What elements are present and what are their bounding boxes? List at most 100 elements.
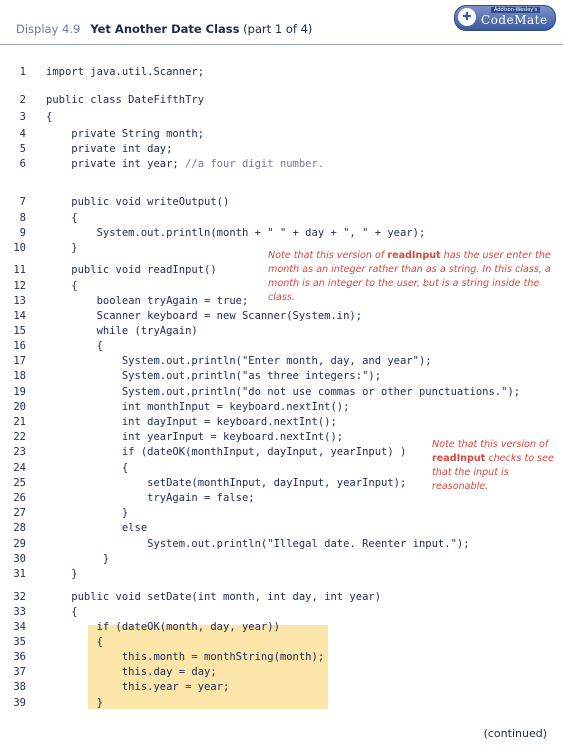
code-text: else <box>46 522 148 534</box>
display-header: Display 4.9 Yet Another Date Class (part … <box>0 0 563 45</box>
code-line: { <box>46 111 52 123</box>
code-line: if (dateOK(month, day, year)) <box>46 621 280 633</box>
code-line: System.out.println(month + " " + day + "… <box>46 227 426 239</box>
code-line: } <box>46 697 103 709</box>
code-line: { <box>46 340 103 352</box>
code-text: public class DateFifthTry <box>46 94 205 106</box>
line-number: 36 <box>13 651 26 663</box>
code-text: private int day; <box>46 143 173 155</box>
line-number: 4 <box>19 128 26 140</box>
code-text: } <box>46 568 78 580</box>
header-divider <box>0 44 563 45</box>
code-text: System.out.println(month + " " + day + "… <box>46 227 426 239</box>
code-line: System.out.println("as three integers:")… <box>46 370 381 382</box>
code-text: import java.util.Scanner; <box>46 66 205 78</box>
code-text: this.day = day; <box>46 666 217 678</box>
code-line: int monthInput = keyboard.nextInt(); <box>46 401 350 413</box>
code-text: private String month; <box>46 128 205 140</box>
code-line: import java.util.Scanner; <box>46 66 204 78</box>
line-number: 18 <box>13 370 26 382</box>
display-title: Yet Another Date Class <box>90 22 240 36</box>
code-text: } <box>46 553 110 565</box>
line-number: 27 <box>13 507 26 519</box>
display-part: (part 1 of 4) <box>243 22 313 36</box>
code-text: int yearInput = keyboard.nextInt(); <box>46 431 344 443</box>
code-line: } <box>46 507 128 519</box>
line-number: 11 <box>13 264 26 276</box>
line-number: 26 <box>13 492 26 504</box>
codemate-cross-icon: ✚ <box>458 8 476 26</box>
codemate-logo[interactable]: ✚ Addison-Wesley's CodeMate <box>454 5 556 31</box>
code-line: { <box>46 212 78 224</box>
code-line: { <box>46 636 103 648</box>
code-text: } <box>46 697 103 709</box>
code-text: boolean tryAgain = true; <box>46 295 249 307</box>
code-text: { <box>46 636 103 648</box>
code-text: public void readInput() <box>46 264 217 276</box>
line-number: 17 <box>13 355 26 367</box>
code-line: System.out.println("Enter month, day, an… <box>46 355 432 367</box>
code-text: System.out.println("do not use commas or… <box>46 386 521 398</box>
line-number: 32 <box>13 591 26 603</box>
codemate-publisher-label: Addison-Wesley's <box>491 7 541 13</box>
code-line: public void setDate(int month, int day, … <box>46 591 381 603</box>
line-number: 23 <box>13 446 26 458</box>
line-number: 15 <box>13 325 26 337</box>
line-number: 25 <box>13 477 26 489</box>
line-number: 14 <box>13 310 26 322</box>
code-line: { <box>46 280 77 292</box>
line-number: 13 <box>13 295 26 307</box>
line-number: 1 <box>19 66 26 78</box>
code-comment: //a four digit number. <box>185 158 325 170</box>
line-number: 22 <box>13 431 26 443</box>
code-line: { <box>46 462 128 474</box>
code-text: System.out.println("Enter month, day, an… <box>46 355 432 367</box>
line-number: 24 <box>13 462 26 474</box>
code-line: while (tryAgain) <box>46 325 198 337</box>
code-text: while (tryAgain) <box>46 325 198 337</box>
line-number: 7 <box>19 196 26 208</box>
codemate-label: CodeMate <box>481 13 548 27</box>
continued-label: (continued) <box>483 727 547 740</box>
code-line: } <box>46 242 77 254</box>
code-text: this.year = year; <box>46 681 230 693</box>
code-line: else <box>46 522 147 534</box>
code-line: setDate(monthInput, dayInput, yearInput)… <box>46 477 406 489</box>
code-text: public void setDate(int month, int day, … <box>46 591 382 603</box>
code-line: public void readInput() <box>46 264 217 276</box>
code-line: public class DateFifthTry <box>46 94 204 106</box>
code-text: int dayInput = keyboard.nextInt(); <box>46 416 337 428</box>
note-text: has the user enter the month as an integ… <box>268 250 551 303</box>
code-text: tryAgain = false; <box>46 492 255 504</box>
code-text: { <box>46 111 53 123</box>
code-text: private int year; <box>46 158 186 170</box>
line-number: 37 <box>13 666 26 678</box>
display-caption: Display 4.9 Yet Another Date Class (part … <box>16 22 312 36</box>
line-number: 20 <box>13 401 26 413</box>
code-text: { <box>46 212 78 224</box>
code-line: public void writeOutput() <box>46 196 229 208</box>
code-line: private int year; //a four digit number. <box>46 158 324 170</box>
code-line: Scanner keyboard = new Scanner(System.in… <box>46 310 363 322</box>
line-number: 9 <box>19 227 26 239</box>
line-number: 8 <box>19 212 26 224</box>
code-line: int dayInput = keyboard.nextInt(); <box>46 416 337 428</box>
code-text: System.out.println("as three integers:")… <box>46 370 382 382</box>
line-number: 6 <box>19 158 26 170</box>
code-line: { <box>46 606 77 618</box>
line-number: 39 <box>13 697 26 709</box>
note-read-input-integer: Note that this version of readInput has … <box>268 249 560 305</box>
code-line: boolean tryAgain = true; <box>46 295 249 307</box>
line-number: 35 <box>13 636 26 648</box>
code-line: this.year = year; <box>46 681 229 693</box>
line-number: 30 <box>13 553 26 565</box>
line-number: 29 <box>13 538 26 550</box>
code-text: if (dateOK(month, day, year)) <box>46 621 280 633</box>
note-code-term: readInput <box>387 250 441 261</box>
line-number: 34 <box>13 621 26 633</box>
code-line: System.out.println("Illegal date. Reente… <box>46 538 469 550</box>
code-text: { <box>46 340 103 352</box>
display-number: Display 4.9 <box>16 22 81 36</box>
code-text: int monthInput = keyboard.nextInt(); <box>46 401 350 413</box>
code-text: Scanner keyboard = new Scanner(System.in… <box>46 310 363 322</box>
